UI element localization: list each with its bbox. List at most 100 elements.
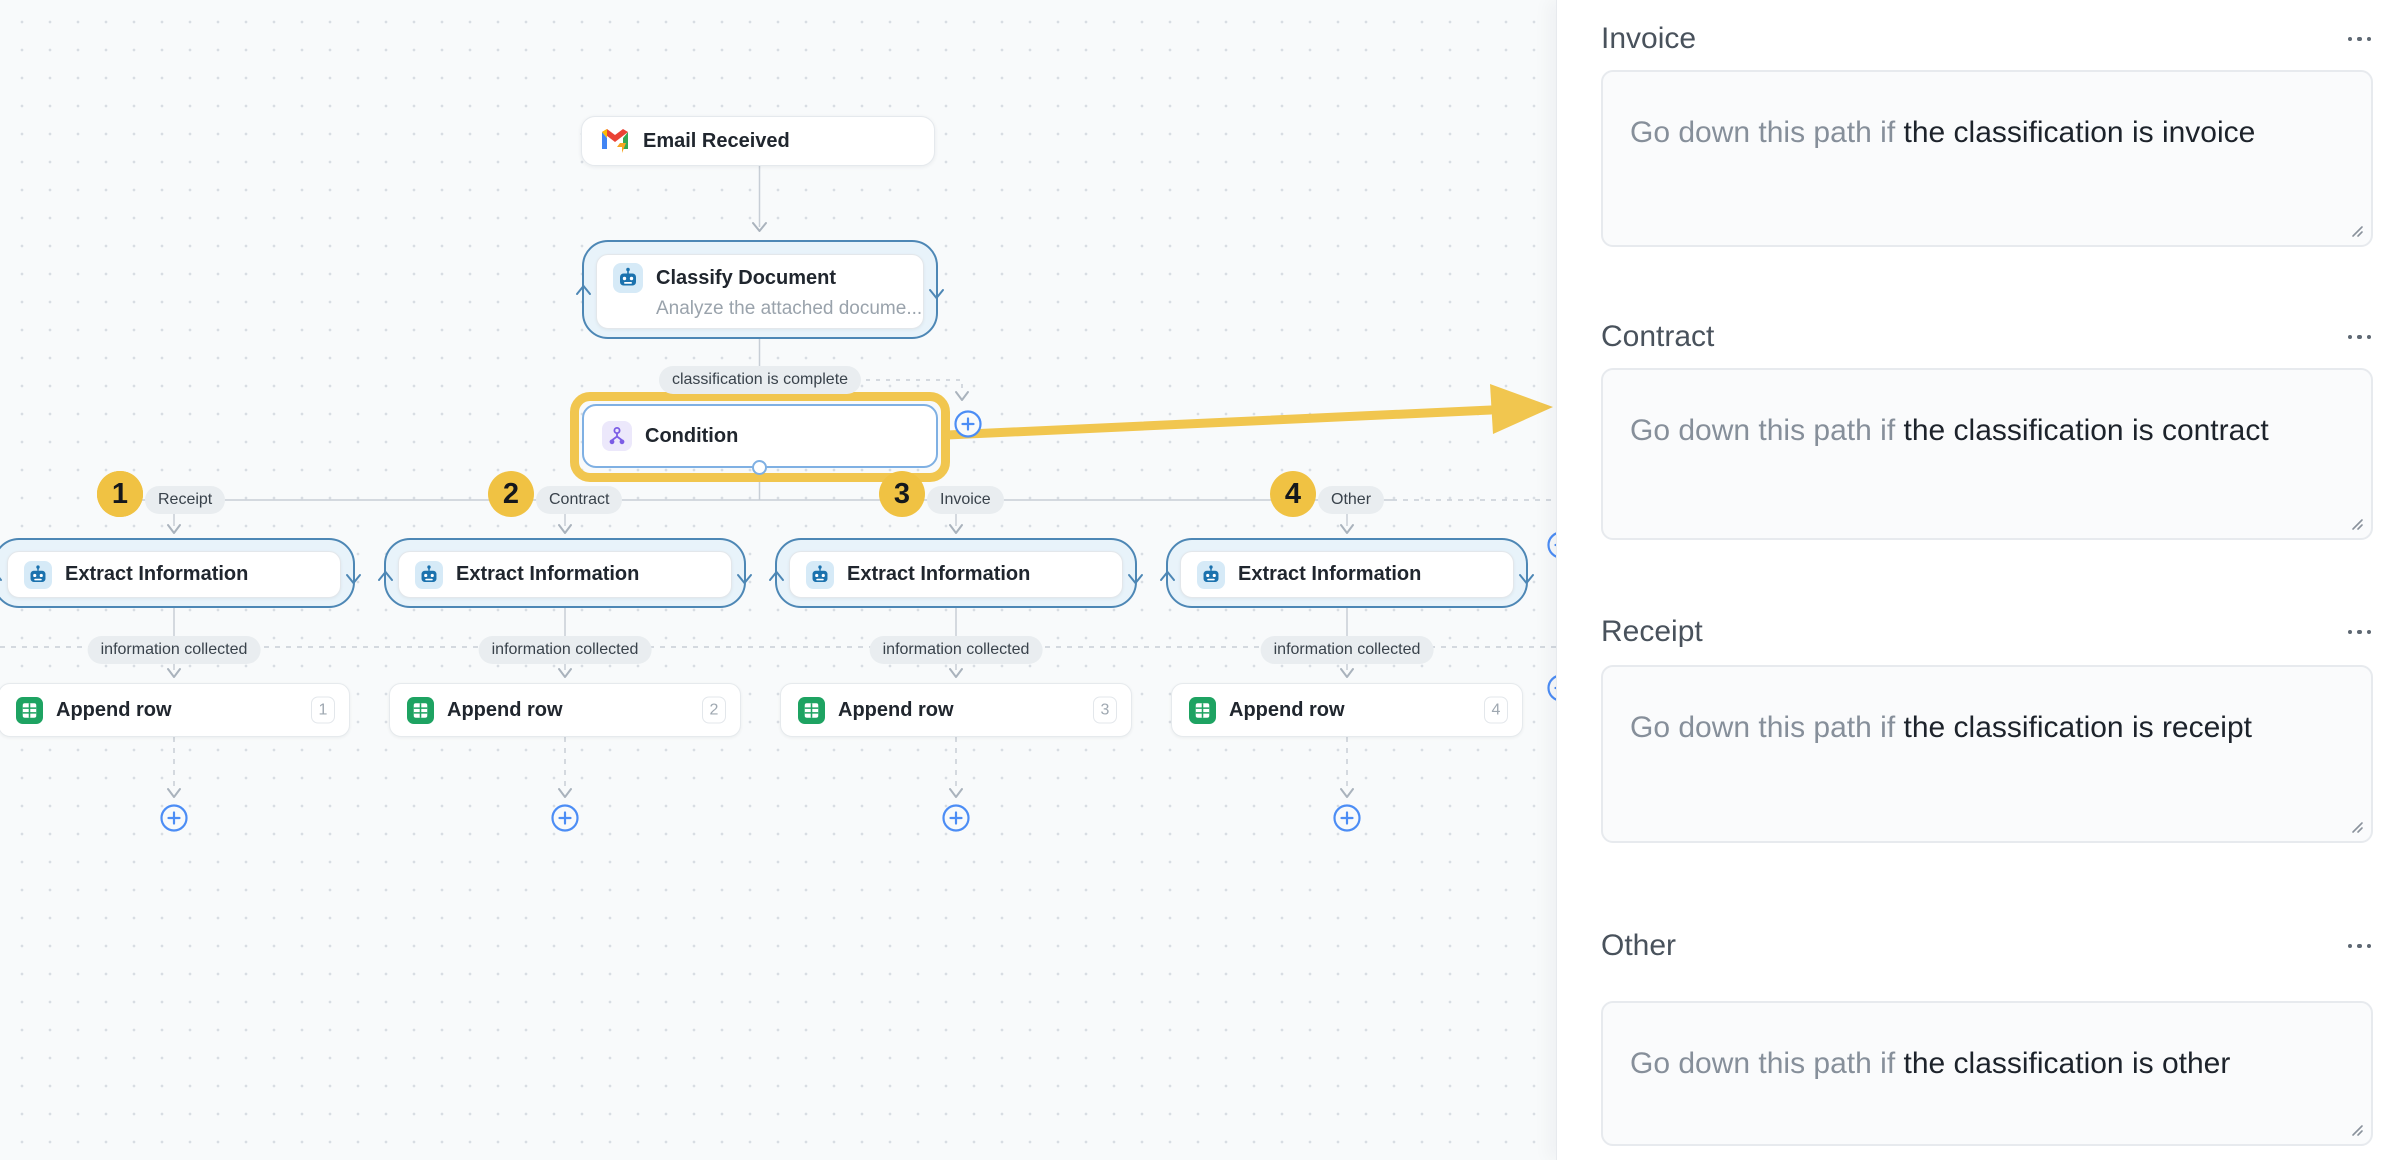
rule-prefix: Go down this path if bbox=[1630, 711, 1904, 744]
loop-up-arrow-icon bbox=[0, 577, 2, 581]
classify-document-node[interactable]: Classify Document Analyze the attached d… bbox=[576, 240, 944, 339]
rule-textarea[interactable]: Go down this path if the classification … bbox=[1601, 1001, 2373, 1146]
rule-prefix: Go down this path if bbox=[1630, 1047, 1904, 1080]
classify-title: Classify Document bbox=[656, 266, 837, 289]
ai-robot-icon bbox=[1197, 560, 1225, 589]
rule-value: the classification is invoice bbox=[1903, 116, 2256, 149]
section-title: Invoice bbox=[1601, 22, 1697, 55]
extract-information-node[interactable]: Extract Information bbox=[769, 538, 1143, 608]
condition-label: Condition bbox=[645, 424, 739, 447]
rule-value: the classification is contract bbox=[1903, 414, 2269, 447]
branch-number-badge: 3 bbox=[879, 471, 925, 517]
more-options-button[interactable] bbox=[2346, 329, 2374, 346]
google-sheets-icon bbox=[16, 696, 43, 724]
append-row-label: Append row bbox=[838, 698, 954, 721]
condition-node[interactable]: Condition bbox=[582, 404, 938, 468]
edge-label-information-collected: information collected bbox=[87, 636, 261, 664]
rule-prefix: Go down this path if bbox=[1630, 116, 1904, 149]
gmail-icon bbox=[602, 129, 628, 153]
loop-up-arrow-icon bbox=[769, 570, 784, 581]
rule-textarea[interactable]: Go down this path if the classification … bbox=[1601, 665, 2373, 843]
step-number-badge: 1 bbox=[311, 696, 335, 724]
extract-information-node[interactable]: Extract Information bbox=[1160, 538, 1534, 608]
append-row-label: Append row bbox=[1229, 698, 1345, 721]
section-title: Receipt bbox=[1601, 615, 1703, 648]
branch-column-invoice: 3 Invoice Extract Information informatio… bbox=[769, 470, 1143, 870]
section-title: Other bbox=[1601, 929, 1677, 962]
loop-up-arrow-icon bbox=[576, 284, 591, 295]
branch-column-contract: 2 Contract Extract Information informati… bbox=[378, 470, 752, 870]
condition-rules-panel: Invoice Go down this path if the classif… bbox=[1556, 0, 2396, 1160]
resize-handle-icon[interactable] bbox=[2349, 819, 2364, 834]
google-sheets-icon bbox=[1189, 696, 1216, 724]
loop-down-arrow-icon bbox=[346, 574, 361, 585]
loop-up-arrow-icon bbox=[1160, 570, 1175, 581]
ai-robot-icon bbox=[806, 560, 834, 589]
section-title: Contract bbox=[1601, 320, 1715, 353]
add-step-button[interactable] bbox=[1546, 530, 1556, 560]
more-options-button[interactable] bbox=[2346, 938, 2374, 955]
branch-label-pill: Receipt bbox=[145, 486, 226, 514]
condition-output-port[interactable] bbox=[752, 460, 767, 475]
loop-down-arrow-icon bbox=[737, 574, 752, 585]
append-row-node[interactable]: Append row 1 bbox=[0, 683, 350, 737]
plus-icon bbox=[1547, 532, 1556, 558]
extract-information-node[interactable]: Extract Information bbox=[378, 538, 752, 608]
email-trigger-node[interactable]: Email Received bbox=[581, 116, 935, 166]
branch-icon bbox=[602, 421, 632, 451]
add-step-button[interactable] bbox=[1332, 803, 1362, 833]
append-row-node[interactable]: Append row 3 bbox=[780, 683, 1132, 737]
branch-label-pill: Other bbox=[1318, 486, 1385, 514]
rule-value: the classification is other bbox=[1903, 1047, 2231, 1080]
plus-icon bbox=[160, 804, 188, 832]
add-step-button[interactable] bbox=[941, 803, 971, 833]
branch-number-badge: 1 bbox=[97, 471, 143, 517]
step-number-badge: 3 bbox=[1093, 696, 1117, 724]
plus-icon bbox=[942, 804, 970, 832]
branch-number-badge: 4 bbox=[1270, 471, 1316, 517]
plus-icon bbox=[1333, 804, 1361, 832]
rule-textarea[interactable]: Go down this path if the classification … bbox=[1601, 70, 2373, 247]
resize-handle-icon[interactable] bbox=[2349, 516, 2364, 531]
extract-label: Extract Information bbox=[847, 563, 1031, 585]
append-row-label: Append row bbox=[56, 698, 172, 721]
branch-column-other: 4 Other Extract Information information … bbox=[1160, 470, 1534, 870]
extract-label: Extract Information bbox=[65, 563, 249, 585]
loop-down-arrow-icon bbox=[1128, 574, 1143, 585]
append-row-node[interactable]: Append row 4 bbox=[1171, 683, 1523, 737]
resize-handle-icon[interactable] bbox=[2349, 223, 2364, 238]
extract-information-node[interactable]: Extract Information bbox=[0, 538, 361, 608]
resize-handle-icon[interactable] bbox=[2349, 1122, 2364, 1137]
ai-robot-icon bbox=[613, 263, 643, 293]
edge-label-information-collected: information collected bbox=[1260, 636, 1434, 664]
plus-icon bbox=[954, 410, 982, 438]
ai-robot-icon bbox=[24, 560, 52, 589]
branch-number-badge: 2 bbox=[488, 471, 534, 517]
google-sheets-icon bbox=[407, 696, 434, 724]
branch-label-pill: Invoice bbox=[927, 486, 1004, 514]
add-step-button[interactable] bbox=[953, 409, 983, 439]
branch-label-pill: Contract bbox=[536, 486, 623, 514]
extract-label: Extract Information bbox=[456, 563, 640, 585]
add-step-button[interactable] bbox=[550, 803, 580, 833]
edge-label-classification-complete: classification is complete bbox=[658, 366, 862, 394]
rule-textarea[interactable]: Go down this path if the classification … bbox=[1601, 368, 2373, 540]
add-step-button[interactable] bbox=[159, 803, 189, 833]
append-row-label: Append row bbox=[447, 698, 563, 721]
loop-down-arrow-icon bbox=[929, 289, 944, 300]
workflow-canvas[interactable]: Email Received Classify D bbox=[0, 0, 1556, 1160]
more-options-button[interactable] bbox=[2346, 624, 2374, 641]
rule-value: the classification is receipt bbox=[1903, 711, 2253, 744]
more-options-button[interactable] bbox=[2346, 31, 2374, 48]
extract-label: Extract Information bbox=[1238, 563, 1422, 585]
append-row-node[interactable]: Append row 2 bbox=[389, 683, 741, 737]
add-step-button[interactable] bbox=[1546, 673, 1556, 703]
trigger-label: Email Received bbox=[643, 129, 790, 152]
ai-robot-icon bbox=[415, 560, 443, 589]
step-number-badge: 2 bbox=[702, 696, 726, 724]
step-number-badge: 4 bbox=[1484, 696, 1508, 724]
loop-up-arrow-icon bbox=[378, 570, 393, 581]
classify-subtitle: Analyze the attached docume... bbox=[656, 298, 923, 319]
branch-column-receipt: 1 Receipt Extract Information informatio… bbox=[0, 470, 361, 870]
